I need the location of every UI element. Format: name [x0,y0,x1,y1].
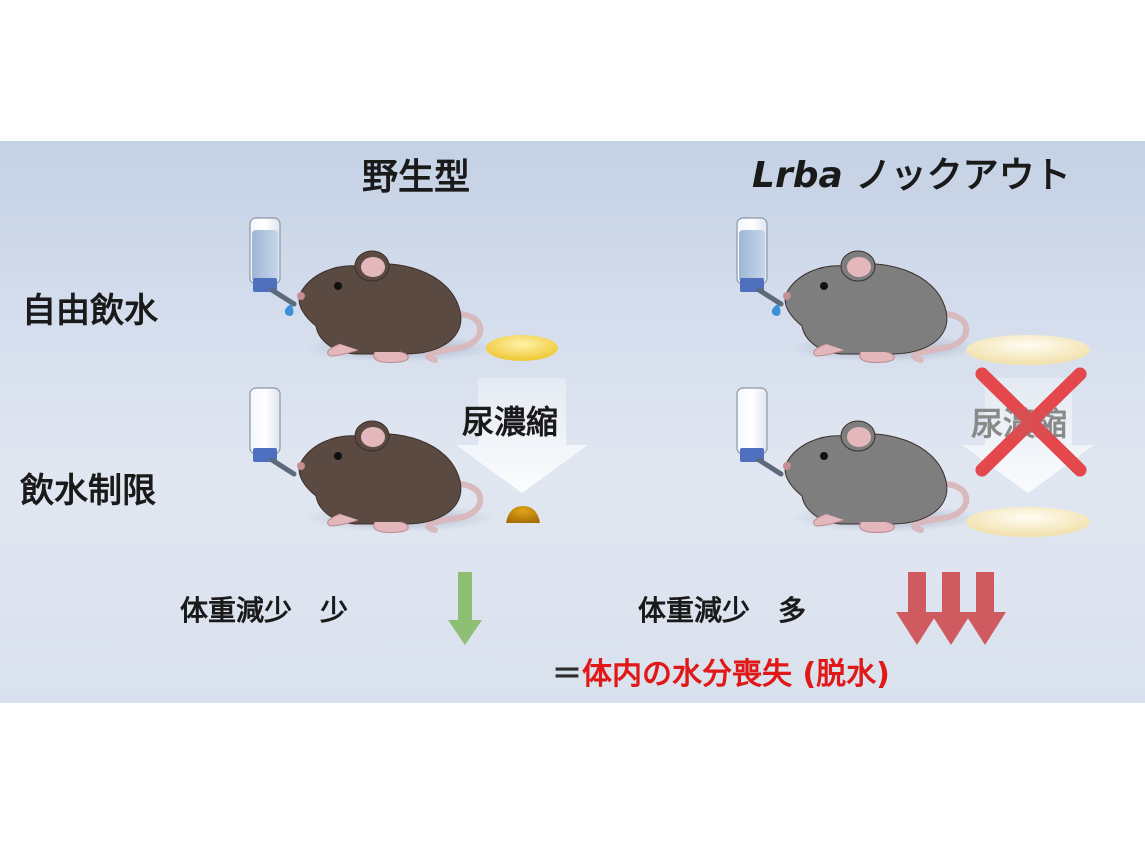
wt-restricted-mouse-icon [297,420,484,533]
result-text: 体内の水分喪失 (脱水) [582,657,890,692]
knockout-title: Lrba ノックアウト [752,158,1071,194]
ko-free-mouse-icon [783,250,970,363]
wt-concentration-label: 尿濃縮 [462,403,559,441]
ko-weight-loss-label: 体重減少 多 [638,594,807,627]
large-weight-loss-arrows [896,572,1006,645]
small-weight-loss-arrow [448,572,482,645]
ko-free-bottle [737,218,781,316]
dehydration-result: ＝体内の水分喪失 (脱水) [552,660,890,690]
ko-restricted-urine [966,507,1090,537]
knockout-suffix: ノックアウト [855,155,1071,196]
wt-weight-loss-label: 体重減少 少 [180,594,349,627]
row-label-water-restriction: 飲水制限 [20,471,156,511]
wild-type-title: 野生型 [362,157,471,198]
knockout-gene-name: Lrba [752,155,843,196]
row-label-free-drinking: 自由飲水 [22,291,158,331]
result-equals: ＝ [552,657,582,692]
ko-restricted-mouse-icon [783,420,970,533]
wt-free-mouse-icon [297,250,484,363]
wt-free-urine [486,335,558,361]
wt-free-bottle [250,218,294,316]
ko-free-urine [966,335,1090,365]
wt-concentration-arrow [456,378,588,493]
wt-restricted-urine [506,506,540,523]
